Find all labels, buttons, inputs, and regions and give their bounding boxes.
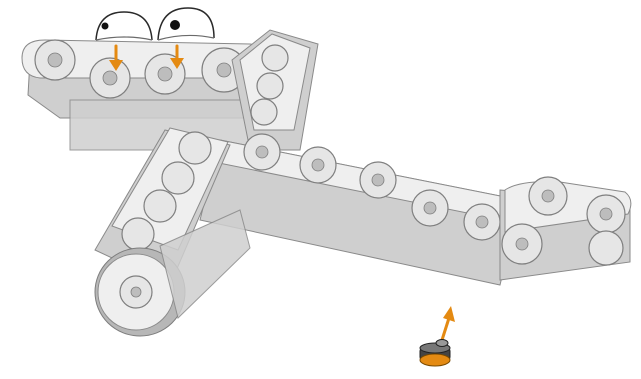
right-tail-wing	[500, 177, 631, 280]
fuselage	[200, 134, 520, 285]
left-eye	[96, 12, 152, 40]
right-eye	[158, 8, 214, 40]
up-arrow-icon	[442, 306, 455, 340]
pin-connector-icon	[420, 340, 450, 367]
